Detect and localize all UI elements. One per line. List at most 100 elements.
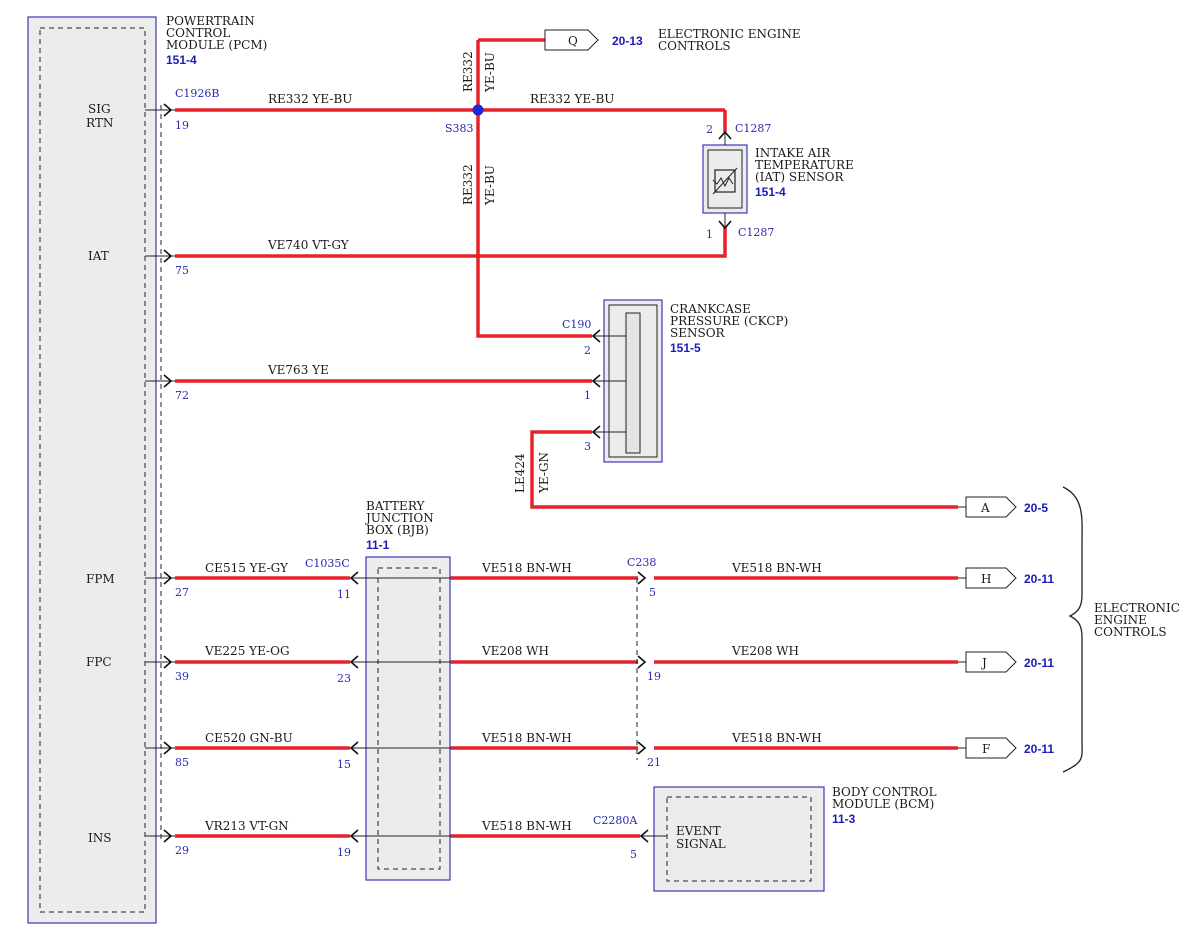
svg-text:151-4: 151-4 [755,185,786,199]
svg-text:19: 19 [175,119,189,132]
pcm-pin-stubs [145,103,175,843]
svg-text:5: 5 [649,586,656,599]
splice-s383[interactable] [472,104,484,116]
svg-text:1: 1 [706,228,713,241]
svg-text:2: 2 [584,344,591,357]
svg-text:VE518 BN-WH: VE518 BN-WH [481,819,572,833]
pcm-module[interactable] [27,16,162,924]
svg-text:ELECTRONIC: ELECTRONIC [1094,601,1180,615]
svg-text:H: H [981,572,991,586]
svg-text:J: J [980,656,987,670]
svg-text:20-11: 20-11 [1024,572,1054,586]
svg-text:3: 3 [584,440,591,453]
c238-pin-numbers: 5 19 21 [647,586,661,769]
pin-label-iat: IAT [88,249,109,263]
svg-text:A: A [980,501,990,515]
svg-text:VE208 WH: VE208 WH [481,644,549,658]
svg-text:ELECTRONIC ENGINE: ELECTRONIC ENGINE [658,27,801,41]
svg-text:23: 23 [337,672,351,685]
svg-text:2: 2 [706,123,713,136]
battery-junction-box[interactable] [349,556,451,881]
svg-text:CE515 YE-GY: CE515 YE-GY [205,561,289,575]
group-brace [1062,486,1083,773]
group-desc: ELECTRONIC ENGINE CONTROLS [1094,601,1180,639]
offpage-q[interactable]: Q 20-13 ELECTRONIC ENGINE CONTROLS [544,27,801,53]
svg-text:C1926B: C1926B [175,87,220,100]
svg-text:CONTROLS: CONTROLS [658,39,731,53]
svg-text:27: 27 [175,586,189,599]
svg-text:VE740 VT-GY: VE740 VT-GY [267,238,350,252]
svg-text:YE-BU: YE-BU [483,52,497,93]
body-control-module[interactable] [639,786,825,892]
svg-text:VR213 VT-GN: VR213 VT-GN [204,819,289,833]
svg-text:VE225 YE-OG: VE225 YE-OG [204,644,290,658]
svg-text:C1035C: C1035C [305,557,350,570]
offpage-f[interactable]: F 20-11 [965,737,1054,759]
wire-le424 [530,430,958,509]
svg-text:EVENT: EVENT [676,824,721,838]
svg-text:19: 19 [647,670,661,683]
svg-text:C1287: C1287 [735,122,771,135]
offpage-lead-lines [958,506,966,749]
svg-text:VE518 BN-WH: VE518 BN-WH [481,731,572,745]
svg-text:C190: C190 [562,318,591,331]
svg-text:CE520 GN-BU: CE520 GN-BU [205,731,293,745]
svg-text:15: 15 [337,758,351,771]
svg-text:29: 29 [175,844,189,857]
svg-text:SENSOR: SENSOR [670,326,726,340]
offpage-a[interactable]: A 20-5 [965,496,1048,518]
svg-text:JUNCTION: JUNCTION [364,511,434,525]
svg-text:BOX (BJB): BOX (BJB) [366,523,429,537]
svg-text:75: 75 [175,264,189,277]
bcm-labels: BODY CONTROL MODULE (BCM) 11-3 EVENT SIG… [630,785,937,861]
svg-text:PRESSURE (CKCP): PRESSURE (CKCP) [670,314,788,328]
c238-connector[interactable] [636,571,647,760]
svg-text:20-11: 20-11 [1024,742,1054,756]
svg-text:151-5: 151-5 [670,341,701,355]
svg-text:CONTROL: CONTROL [166,26,230,40]
svg-text:11-3: 11-3 [832,812,856,826]
pin-label-rtn: RTN [86,116,113,130]
svg-text:MODULE (PCM): MODULE (PCM) [166,38,267,52]
svg-text:5: 5 [630,848,637,861]
ckcp-sensor-labels: 2 1 3 CRANKCASE PRESSURE (CKCP) SENSOR 1… [584,302,788,453]
svg-text:21: 21 [647,756,661,769]
svg-text:VE208 WH: VE208 WH [731,644,799,658]
svg-text:C1287: C1287 [738,226,774,239]
svg-text:CONTROLS: CONTROLS [1094,625,1167,639]
offpage-h[interactable]: H 20-11 [965,567,1054,589]
pcm-title: POWERTRAIN CONTROL MODULE (PCM) 151-4 [166,14,267,67]
pcm-pin-labels: SIG RTN IAT FPM FPC INS [86,102,115,845]
svg-text:72: 72 [175,389,189,402]
svg-text:INTAKE AIR: INTAKE AIR [755,146,831,160]
pin-label-fpc: FPC [86,655,112,669]
svg-text:39: 39 [175,670,189,683]
svg-text:1: 1 [584,389,591,402]
iat-sensor-labels: 2 1 INTAKE AIR TEMPERATURE (IAT) SENSOR … [706,123,854,241]
svg-text:VE518 BN-WH: VE518 BN-WH [731,561,822,575]
svg-text:11: 11 [337,588,351,601]
svg-text:S383: S383 [445,122,474,135]
wire-vert-to-ckcp [476,110,592,338]
svg-text:C2280A: C2280A [593,814,638,827]
pin-label-ins: INS [88,831,111,845]
svg-text:VE518 BN-WH: VE518 BN-WH [731,731,822,745]
svg-text:BODY CONTROL: BODY CONTROL [832,785,937,799]
connector-labels: C1926B S383 C1287 C1287 C190 C1035C C238… [175,87,774,827]
wires[interactable] [175,38,958,838]
ckcp-sensor[interactable] [591,299,663,463]
iat-sensor[interactable] [702,130,748,230]
svg-text:RE332 YE-BU: RE332 YE-BU [530,92,614,106]
svg-text:RE332 YE-BU: RE332 YE-BU [268,92,352,106]
svg-text:(IAT) SENSOR: (IAT) SENSOR [755,170,844,184]
wire-iat [175,226,727,258]
svg-text:VE763 YE: VE763 YE [267,363,329,377]
svg-text:SIGNAL: SIGNAL [676,837,726,851]
svg-text:VE518 BN-WH: VE518 BN-WH [481,561,572,575]
svg-text:YE-GN: YE-GN [537,452,551,494]
svg-text:19: 19 [337,846,351,859]
svg-text:RE332: RE332 [461,51,475,92]
svg-text:LE424: LE424 [513,453,527,493]
svg-text:85: 85 [175,756,189,769]
offpage-j[interactable]: J 20-11 [965,651,1054,673]
